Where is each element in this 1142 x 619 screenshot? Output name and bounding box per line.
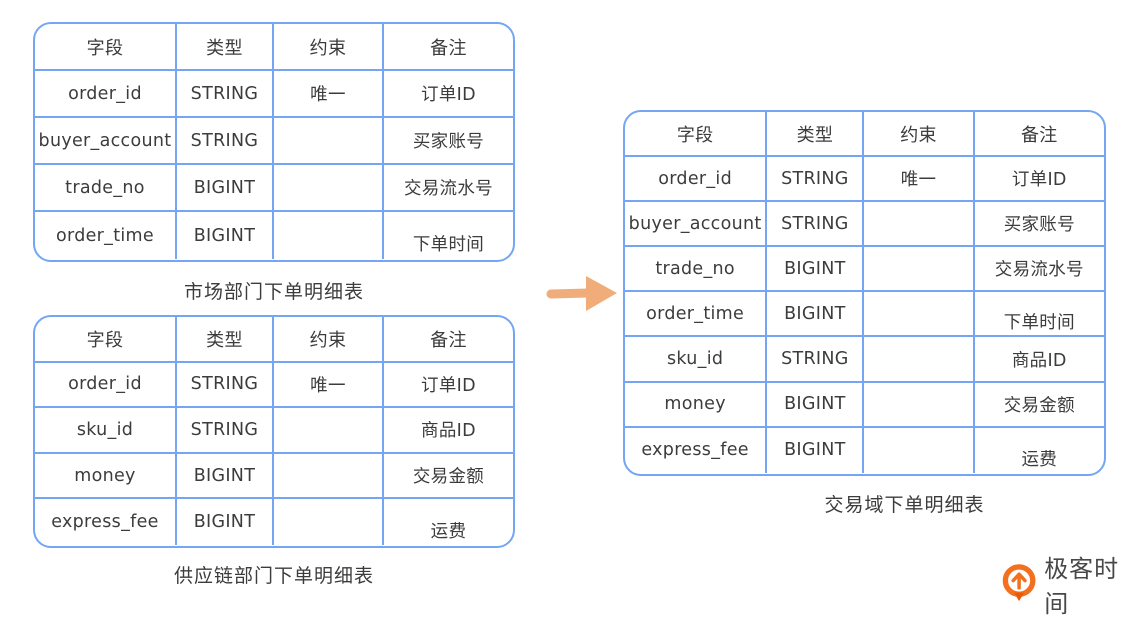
cell-field: order_time bbox=[35, 212, 177, 259]
right-arrow-icon bbox=[546, 276, 617, 311]
cell-remark: 下单时间 bbox=[974, 292, 1104, 338]
cell-type: STRING bbox=[176, 71, 274, 118]
cell-constraint bbox=[273, 453, 384, 500]
geektime-logo-icon bbox=[1002, 564, 1036, 602]
cell-field: buyer_account bbox=[35, 118, 177, 165]
cell-remark: 交易流水号 bbox=[974, 247, 1104, 293]
cell-type: BIGINT bbox=[767, 382, 865, 428]
cell-type: STRING bbox=[767, 202, 865, 248]
cell-type: BIGINT bbox=[176, 165, 274, 212]
cell-type: BIGINT bbox=[767, 292, 865, 338]
cell-remark: 交易金额 bbox=[974, 383, 1104, 428]
column-header-remark: 备注 bbox=[383, 317, 513, 363]
cell-field: sku_id bbox=[35, 408, 177, 454]
cell-constraint bbox=[273, 408, 384, 454]
cell-constraint bbox=[864, 382, 975, 428]
cell-constraint: 唯一 bbox=[273, 362, 384, 409]
cell-remark: 买家账号 bbox=[974, 202, 1104, 248]
cell-field: express_fee bbox=[35, 499, 177, 545]
column-header-remark: 备注 bbox=[974, 112, 1104, 158]
column-header-field: 字段 bbox=[35, 24, 177, 71]
cell-field: order_id bbox=[35, 71, 177, 118]
cell-type: BIGINT bbox=[177, 212, 274, 259]
cell-field: sku_id bbox=[625, 337, 768, 383]
cell-constraint bbox=[864, 337, 975, 383]
cell-constraint bbox=[274, 212, 384, 259]
cell-constraint bbox=[864, 292, 975, 338]
cell-field: money bbox=[625, 382, 768, 428]
cell-type: BIGINT bbox=[177, 499, 274, 545]
column-header-type: 类型 bbox=[767, 112, 865, 158]
cell-remark: 下单时间 bbox=[412, 235, 485, 255]
cell-field: express_fee bbox=[625, 427, 768, 473]
cell-remark: 交易金额 bbox=[383, 454, 513, 500]
cell-type: BIGINT bbox=[767, 427, 865, 473]
geektime-logo-text: 极客时间 bbox=[1044, 555, 1120, 618]
cell-remark: 订单ID bbox=[974, 157, 1104, 203]
cell-constraint: 唯一 bbox=[864, 157, 975, 203]
column-header-type: 类型 bbox=[176, 317, 274, 363]
cell-field: trade_no bbox=[625, 247, 768, 293]
column-header-field: 字段 bbox=[35, 317, 177, 363]
cell-remark: 订单ID bbox=[383, 363, 513, 409]
table-caption-market: 市场部门下单明细表 bbox=[183, 281, 364, 303]
table-trade-domain-order-detail: 字段 类型 约束 备注 order_id STRING 唯一 订单ID buye… bbox=[623, 110, 1106, 476]
cell-remark: 交易流水号 bbox=[383, 165, 513, 212]
cell-field: money bbox=[35, 453, 177, 500]
cell-constraint bbox=[273, 118, 384, 165]
cell-field: trade_no bbox=[35, 165, 177, 212]
cell-type: BIGINT bbox=[176, 453, 274, 500]
cell-type: STRING bbox=[767, 337, 865, 383]
cell-constraint: 唯一 bbox=[273, 71, 384, 118]
cell-constraint bbox=[273, 165, 384, 212]
cell-type: STRING bbox=[767, 157, 865, 203]
cell-field: order_time bbox=[625, 292, 768, 338]
cell-type: STRING bbox=[176, 408, 274, 454]
cell-constraint bbox=[864, 427, 975, 473]
table-caption-supply-chain: 供应链部门下单明细表 bbox=[173, 565, 374, 587]
cell-type: STRING bbox=[176, 362, 274, 409]
cell-field: order_id bbox=[625, 157, 768, 203]
cell-remark: 订单ID bbox=[383, 71, 513, 118]
cell-type: BIGINT bbox=[767, 247, 865, 293]
cell-type: STRING bbox=[176, 118, 274, 165]
column-header-constraint: 约束 bbox=[273, 317, 384, 363]
column-header-constraint: 约束 bbox=[864, 112, 975, 158]
cell-constraint bbox=[864, 202, 975, 248]
cell-remark: 买家账号 bbox=[383, 118, 513, 165]
cell-field: buyer_account bbox=[625, 202, 768, 248]
cell-remark: 运费 bbox=[1021, 449, 1058, 470]
column-header-type: 类型 bbox=[176, 24, 274, 71]
column-header-field: 字段 bbox=[625, 112, 768, 158]
cell-remark: 商品ID bbox=[383, 408, 513, 454]
cell-constraint bbox=[274, 499, 384, 545]
cell-field: order_id bbox=[35, 362, 177, 409]
column-header-constraint: 约束 bbox=[273, 24, 384, 71]
geektime-logo: 极客时间 bbox=[1001, 549, 1142, 619]
column-header-remark: 备注 bbox=[383, 24, 513, 71]
table-market-order-detail: 字段 类型 约束 备注 order_id STRING 唯一 订单ID buye… bbox=[33, 22, 515, 262]
cell-constraint bbox=[864, 247, 975, 293]
cell-remark: 运费 bbox=[430, 521, 467, 542]
cell-remark: 商品ID bbox=[974, 337, 1104, 383]
table-caption-trade-domain: 交易域下单明细表 bbox=[824, 494, 985, 516]
table-supply-chain-order-detail: 字段 类型 约束 备注 order_id STRING 唯一 订单ID sku_… bbox=[33, 315, 515, 548]
